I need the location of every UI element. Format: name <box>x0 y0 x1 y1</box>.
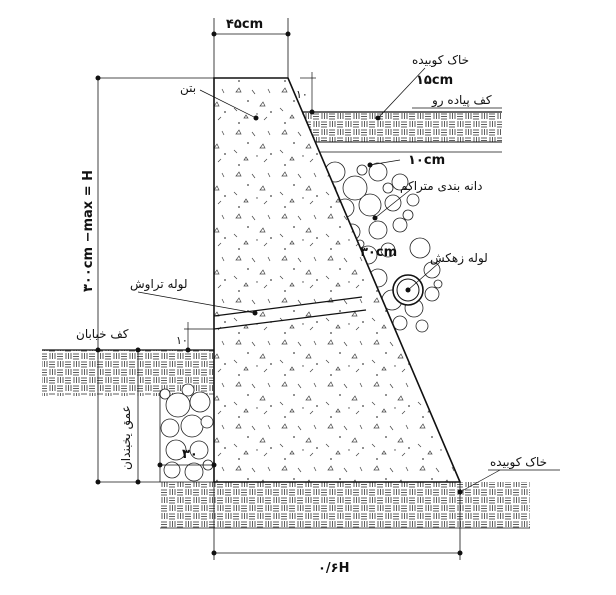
drain-offset-label: ۳۰cm <box>360 245 397 260</box>
sidewalk-thickness-label: ۱۵cm <box>416 73 453 88</box>
footing-offset-label: ۳۰ <box>182 447 198 462</box>
top-width-label: ۴۵cm <box>226 17 263 32</box>
weep-pipe <box>213 296 367 330</box>
sidewalk-floor-label: کف پیاده رو <box>431 93 492 108</box>
gravel-footing <box>159 383 214 482</box>
footing-soil-hatch <box>160 482 530 528</box>
street-markers <box>95 347 191 353</box>
gravel-thickness-label: ۱۰cm <box>408 153 445 168</box>
base-width-dimension <box>211 482 463 560</box>
street-floor-label: کف خیابان <box>76 327 129 341</box>
height-dimension <box>95 75 214 483</box>
frost-depth-dimension <box>95 350 141 485</box>
top-offset-label: ۱۰ <box>296 88 308 101</box>
aggregate-layer-label: دانه بندی متراکم <box>400 179 482 194</box>
frost-depth-label: عمق یخبندان <box>119 405 134 470</box>
concrete-label: بتن <box>180 81 196 96</box>
drain-pipe-label: لوله زهکش <box>430 251 488 266</box>
compacted-soil-top-label: خاک کوبیده <box>412 53 469 68</box>
street-offset-dimension <box>184 322 214 350</box>
height-label: ۳۰۰cm −max = H <box>81 170 96 292</box>
base-width-label: ۰/۶H <box>318 561 350 576</box>
top-width-dimension <box>211 18 291 78</box>
compacted-soil-bottom-label: خاک کوبیده <box>490 455 547 470</box>
top-offset-dimension <box>300 72 316 115</box>
weep-pipe-label: لوله تراوش <box>130 277 188 292</box>
footing-offset-dimension <box>157 462 217 468</box>
sidewalk-soil-hatch <box>300 112 502 142</box>
street-offset-label: ۱۰ <box>176 334 188 347</box>
